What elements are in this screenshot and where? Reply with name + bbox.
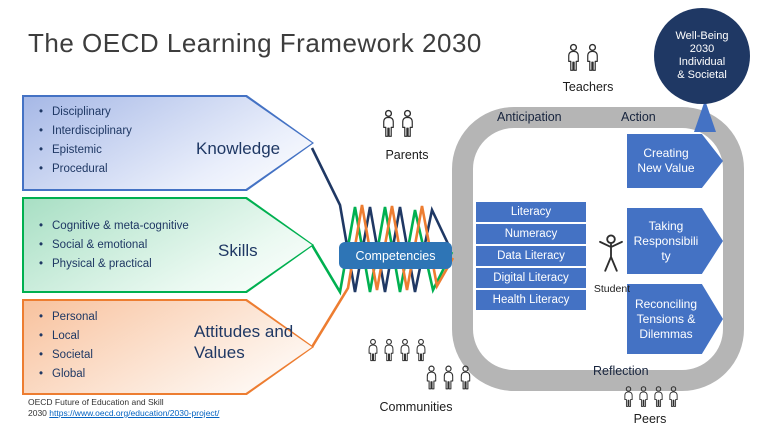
peers-icon bbox=[622, 384, 680, 410]
list-item: Global bbox=[38, 365, 97, 384]
list-item: Interdisciplinary bbox=[38, 122, 132, 141]
list-item: Physical & practical bbox=[38, 255, 189, 274]
footer-org-line: OECD Future of Education and Skill bbox=[28, 397, 164, 407]
parents-icon bbox=[380, 106, 416, 142]
attitudes-item-list: Personal Local Societal Global bbox=[38, 308, 97, 384]
list-item: Cognitive & meta-cognitive bbox=[38, 217, 189, 236]
list-item: Procedural bbox=[38, 160, 132, 179]
knowledge-label: Knowledge bbox=[196, 139, 281, 158]
page-title: The OECD Learning Framework 2030 bbox=[28, 28, 482, 58]
wellbeing-circle: Well-Being 2030 Individual & Societal bbox=[654, 8, 750, 104]
skills-label: Skills bbox=[218, 241, 258, 260]
cycle-action-label: Action bbox=[621, 110, 656, 124]
footer: OECD Future of Education and Skill 2030 … bbox=[28, 397, 219, 419]
outcome-taking-responsibility: Taking Responsibility bbox=[627, 208, 723, 274]
list-item: Local bbox=[38, 327, 97, 346]
wellbeing-line: & Societal bbox=[677, 69, 727, 81]
communities-icon-row2 bbox=[424, 363, 473, 393]
teachers-icon bbox=[565, 40, 601, 76]
skills-pillar: Cognitive & meta-cognitive Social & emot… bbox=[22, 197, 314, 293]
literacy-box: Digital Literacy bbox=[476, 268, 586, 288]
knowledge-line bbox=[310, 147, 452, 293]
literacy-box: Literacy bbox=[476, 202, 586, 222]
wellbeing-line: Well-Being bbox=[675, 30, 729, 42]
skills-item-list: Cognitive & meta-cognitive Social & emot… bbox=[38, 217, 189, 274]
parents-label: Parents bbox=[385, 148, 429, 162]
footer-link[interactable]: https://www.oecd.org/education/2030-proj… bbox=[49, 408, 220, 418]
attitudes-label: Attitudes and Values bbox=[194, 322, 294, 362]
attitudes-pillar: Personal Local Societal Global Attitudes… bbox=[22, 299, 314, 395]
literacy-box: Numeracy bbox=[476, 224, 586, 244]
learning-cycle-loop bbox=[452, 107, 744, 391]
knowledge-item-list: Disciplinary Interdisciplinary Epistemic… bbox=[38, 103, 132, 179]
teachers-label: Teachers bbox=[562, 80, 614, 94]
literacy-box: Data Literacy bbox=[476, 246, 586, 266]
literacy-box: Health Literacy bbox=[476, 290, 586, 310]
list-item: Epistemic bbox=[38, 141, 132, 160]
outcome-creating-new-value: Creating New Value bbox=[627, 134, 723, 188]
outcome-reconciling-tensions: Reconciling Tensions & Dilemmas bbox=[627, 284, 723, 354]
student-label: Student bbox=[593, 283, 631, 295]
list-item: Personal bbox=[38, 308, 97, 327]
cycle-anticipation-label: Anticipation bbox=[497, 110, 562, 124]
list-item: Disciplinary bbox=[38, 103, 132, 122]
footer-year: 2030 bbox=[28, 408, 47, 418]
literacy-stack: Literacy Numeracy Data Literacy Digital … bbox=[476, 202, 586, 312]
list-item: Social & emotional bbox=[38, 236, 189, 255]
wellbeing-line: Individual bbox=[678, 56, 726, 68]
competencies-badge: Competencies bbox=[339, 242, 452, 269]
wellbeing-line: 2030 bbox=[689, 43, 715, 55]
wellbeing-pointer-triangle bbox=[694, 100, 716, 132]
knowledge-pillar: Disciplinary Interdisciplinary Epistemic… bbox=[22, 95, 314, 191]
communities-label: Communities bbox=[379, 400, 453, 414]
cycle-reflection-label: Reflection bbox=[593, 364, 649, 378]
list-item: Societal bbox=[38, 346, 97, 365]
student-icon bbox=[596, 232, 626, 276]
peers-label: Peers bbox=[633, 412, 667, 426]
communities-icon-row1 bbox=[366, 337, 428, 364]
attitudes-line bbox=[310, 204, 455, 348]
